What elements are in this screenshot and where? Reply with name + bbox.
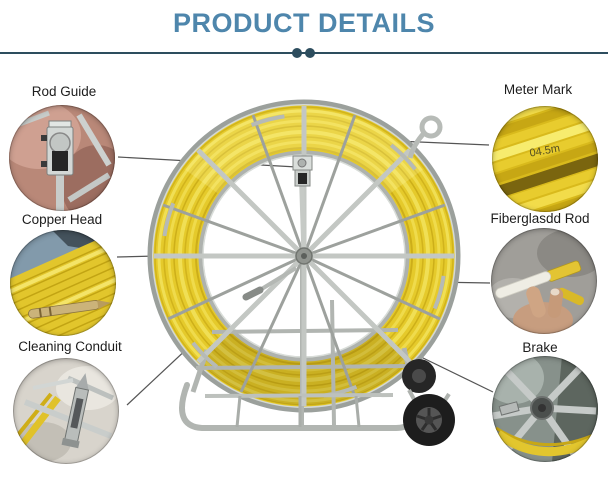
page-title: PRODUCT DETAILS <box>173 8 435 38</box>
cleaning-conduit-label: Cleaning Conduit <box>18 339 122 354</box>
title-divider-line <box>0 52 608 54</box>
crank-handle <box>242 266 298 301</box>
trolley-wheels <box>402 359 455 446</box>
divider-dot-icon <box>292 48 302 58</box>
copper-head-label: Copper Head <box>21 212 103 227</box>
fiberglass-rod-label: Fiberglasdd Rod <box>490 211 590 226</box>
rod-core-in-hand-photo-icon <box>491 228 597 334</box>
copper-head-photo <box>10 230 116 336</box>
duct-rodder-product-image <box>147 99 461 446</box>
meter-mark-text: 04.5m <box>529 142 561 159</box>
brake-photo <box>492 356 598 462</box>
meter-mark-photo: 04.5m <box>492 106 598 212</box>
meter-mark-connector-line <box>395 140 490 146</box>
brass-tip-photo-icon <box>10 230 116 336</box>
rod-guide-device <box>292 155 313 187</box>
reel-rear-spokes <box>162 114 446 398</box>
pulley-guide-photo-icon <box>9 105 115 211</box>
yellow-rod-marking-photo-icon: 04.5m <box>492 106 598 212</box>
conduit-cleaning-tool <box>61 373 90 449</box>
brake-connector-line <box>420 356 494 393</box>
reel-front-spokes <box>154 106 454 406</box>
hub-brake-photo-icon <box>492 356 598 462</box>
brake-label: Brake <box>522 340 558 355</box>
cleaning-conduit-photo <box>13 358 119 464</box>
meter-mark-label: Meter Mark <box>503 82 573 97</box>
fiberglass-rod-photo <box>491 228 597 334</box>
rod-guide-label: Rod Guide <box>31 84 97 99</box>
hand-holding-rod <box>513 286 573 334</box>
copper-head-tip <box>28 300 111 319</box>
conduit-tool-photo-icon <box>13 358 119 464</box>
rod-guide-photo <box>9 105 115 211</box>
divider-dot-icon <box>305 48 315 58</box>
cart-handle <box>407 115 443 159</box>
